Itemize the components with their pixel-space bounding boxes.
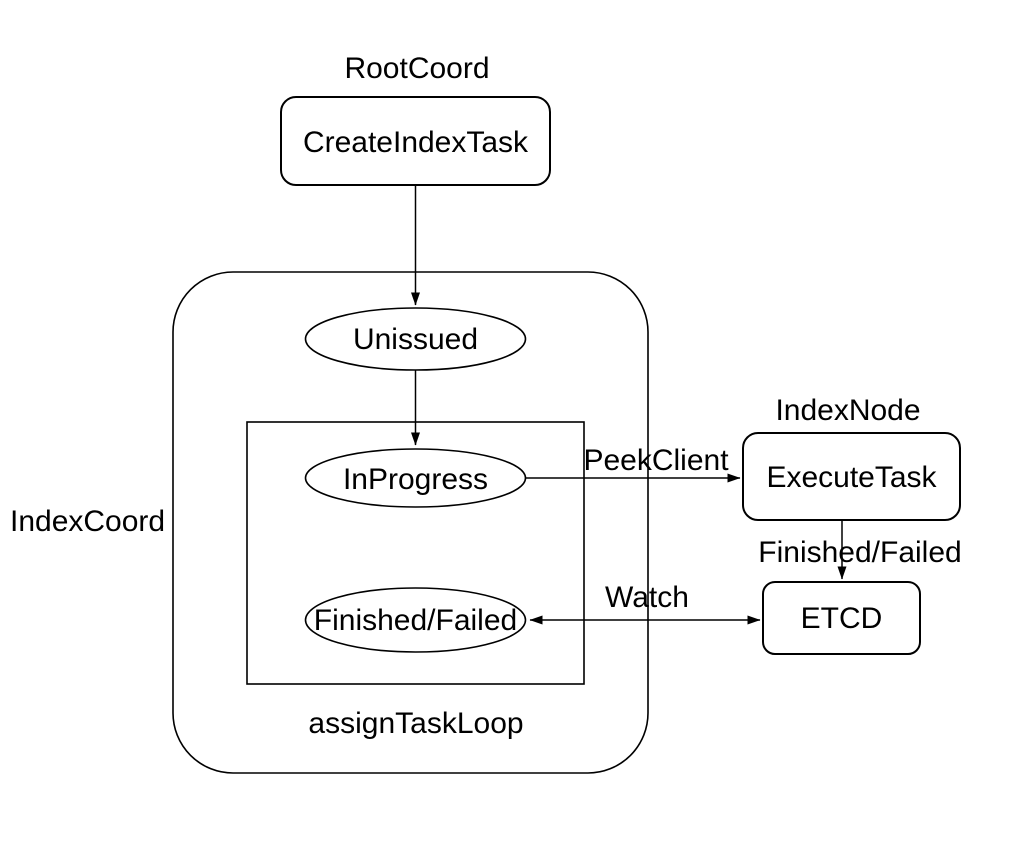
execute-task-label: ExecuteTask [766, 461, 937, 494]
peek-client-edge-label: PeekClient [583, 444, 729, 477]
unissued-state-ellipse [304, 307, 527, 371]
inprogress-state-ellipse [304, 448, 527, 508]
create-index-task-label: CreateIndexTask [303, 126, 529, 159]
finished-failed-state-ellipse [304, 587, 527, 653]
indexnode-section-label: IndexNode [775, 394, 920, 427]
etcd-label: ETCD [801, 602, 883, 635]
unissued-state-label: Unissued [353, 323, 478, 356]
finished-failed-state-label: Finished/Failed [314, 604, 517, 637]
finished-failed-edge-label: Finished/Failed [758, 536, 961, 569]
execute-task-node [742, 432, 961, 521]
indexcoord-section-label: IndexCoord [10, 505, 165, 538]
create-index-task-node [280, 96, 551, 186]
etcd-node [762, 581, 921, 655]
watch-edge-label: Watch [605, 581, 689, 614]
indexcoord-container [172, 271, 649, 774]
rootcoord-section-label: RootCoord [344, 52, 489, 85]
inprogress-state-label: InProgress [343, 463, 488, 496]
assign-task-loop-label: assignTaskLoop [308, 707, 523, 740]
